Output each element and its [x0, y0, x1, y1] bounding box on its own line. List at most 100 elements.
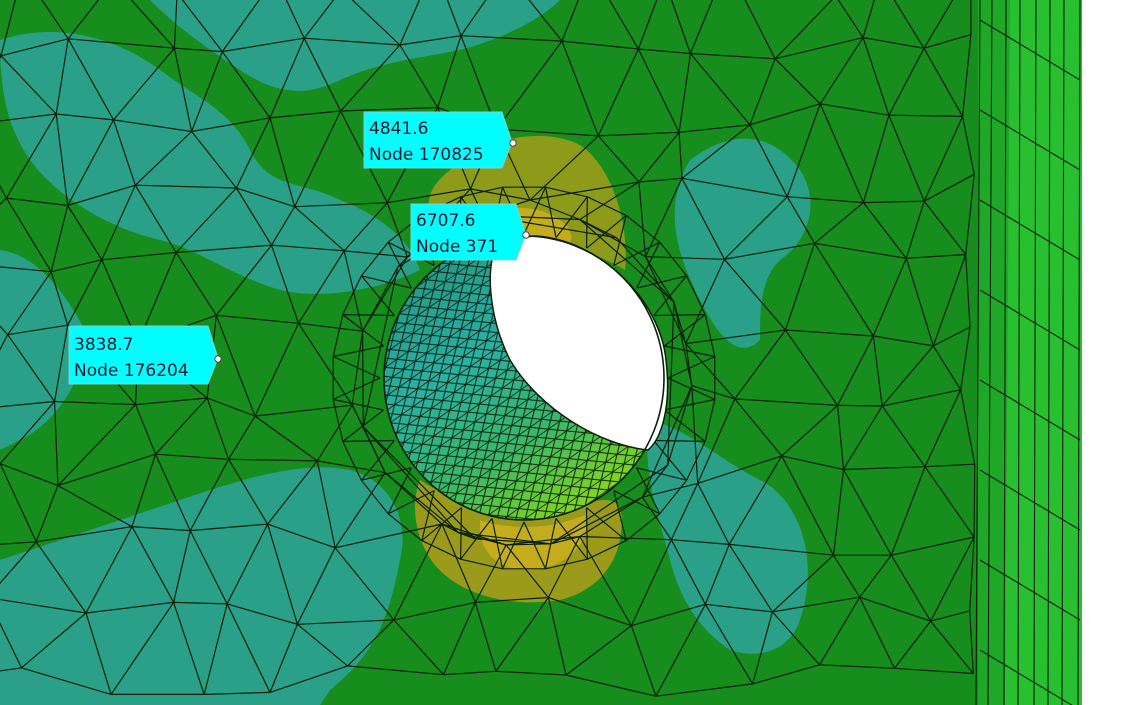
- mesh-edge: [57, 485, 133, 528]
- mesh-edge: [0, 0, 16, 56]
- mesh-edge: [67, 0, 100, 40]
- mesh-edge: [678, 53, 691, 133]
- mesh-edge: [387, 467, 412, 515]
- mesh-edge: [686, 441, 706, 481]
- wall-mesh-edge: [979, 469, 1081, 531]
- mesh-edge: [636, 467, 661, 515]
- mesh-edge: [347, 665, 444, 676]
- mesh-edge: [734, 398, 838, 406]
- mesh-edge: [547, 536, 581, 598]
- mesh-edge: [155, 453, 191, 531]
- wall-mesh-edge: [1033, 0, 1037, 705]
- mesh-edge: [460, 0, 487, 37]
- mesh-edge: [888, 48, 925, 116]
- mesh-edge: [175, 187, 237, 253]
- mesh-edge: [923, 200, 967, 255]
- mesh-edge: [565, 674, 657, 697]
- mesh-edge: [894, 667, 974, 675]
- mesh-edge: [585, 196, 588, 249]
- mesh-edge: [728, 544, 773, 613]
- mesh-edge: [0, 463, 37, 543]
- mesh-edge: [597, 48, 639, 137]
- mesh-edge: [923, 34, 972, 49]
- contour-teal-upper-left: [0, 31, 420, 294]
- mesh-edge: [269, 110, 341, 119]
- mesh-edge: [446, 0, 462, 36]
- mesh-edge: [134, 131, 193, 186]
- mesh-edge: [704, 544, 730, 605]
- mesh-edge: [50, 271, 69, 326]
- mesh-edge: [587, 196, 627, 216]
- mesh-edge: [905, 258, 934, 347]
- mesh-edge: [691, 385, 699, 484]
- mesh-edge: [734, 398, 783, 457]
- part-side-wall-shade: [978, 0, 1010, 705]
- bolt-hole[interactable]: [383, 235, 669, 521]
- mesh-edge: [5, 113, 57, 199]
- mesh-edge: [697, 398, 736, 484]
- probe-label-node-371[interactable]: 6707.6 Node 371: [410, 203, 530, 261]
- probe-node-id: Node 170825: [369, 145, 484, 165]
- mesh-edge: [332, 377, 381, 401]
- mesh-edge: [685, 343, 736, 400]
- mesh-edge: [333, 398, 384, 411]
- mesh-edge: [228, 415, 256, 460]
- mesh-edge: [173, 602, 205, 695]
- mesh-edge: [21, 612, 87, 669]
- probe-label-flag: [410, 203, 527, 261]
- wall-mesh-edge: [979, 649, 1073, 705]
- mesh-edge: [35, 541, 87, 614]
- mesh-edge: [686, 275, 706, 315]
- mesh-edge: [495, 597, 549, 672]
- mesh-edge: [655, 604, 706, 697]
- contour-teal-right: [674, 138, 811, 348]
- mesh-edge: [298, 322, 363, 332]
- mesh-edge: [173, 530, 191, 603]
- mesh-edge: [7, 334, 56, 402]
- mesh-edge: [384, 472, 459, 533]
- mesh-edge: [659, 241, 688, 277]
- mesh-edge: [474, 602, 497, 672]
- mesh-edge: [215, 244, 272, 316]
- mesh-edge: [294, 110, 342, 207]
- mesh-edge: [0, 401, 56, 465]
- mesh-edge: [342, 441, 362, 481]
- mesh-edge: [67, 205, 103, 261]
- contour-teal-lower-left: [0, 467, 403, 705]
- mesh-edge: [190, 523, 268, 532]
- mesh-edge: [155, 397, 208, 455]
- mesh-edge: [859, 596, 896, 669]
- mesh-edge: [56, 113, 114, 121]
- mesh-edge: [191, 117, 271, 133]
- mesh-edge: [460, 558, 503, 570]
- probe-value: 4841.6: [369, 119, 428, 139]
- mesh-edge: [297, 250, 345, 324]
- mesh-edge: [316, 404, 353, 462]
- mesh-edge: [271, 244, 345, 252]
- mesh-edge: [613, 490, 627, 541]
- mesh-edge: [316, 460, 336, 548]
- probe-point-marker: [214, 355, 222, 363]
- mesh-edge: [774, 58, 821, 105]
- mesh-edge: [890, 554, 932, 622]
- mesh-edge: [441, 523, 507, 546]
- probe-label-node-176204[interactable]: 3838.7 Node 176204: [68, 325, 222, 385]
- mesh-edge: [724, 242, 815, 260]
- mesh-edge: [785, 329, 874, 337]
- mesh-edge: [342, 275, 362, 315]
- wall-mesh-edge: [1017, 0, 1021, 705]
- mesh-edge: [523, 521, 547, 570]
- mesh-edge: [930, 536, 975, 622]
- mesh-edge: [637, 0, 658, 50]
- mesh-edge: [189, 530, 228, 605]
- mesh-edge: [226, 603, 298, 625]
- probe-point-marker: [522, 231, 530, 239]
- mesh-edge: [270, 206, 296, 246]
- mesh-edge: [181, 0, 223, 52]
- mesh-edge: [226, 523, 269, 605]
- mesh-edge: [269, 117, 296, 207]
- probe-label-node-170825[interactable]: 4841.6 Node 170825: [363, 111, 517, 169]
- mesh-edge: [586, 507, 627, 542]
- mesh-edge: [905, 201, 925, 259]
